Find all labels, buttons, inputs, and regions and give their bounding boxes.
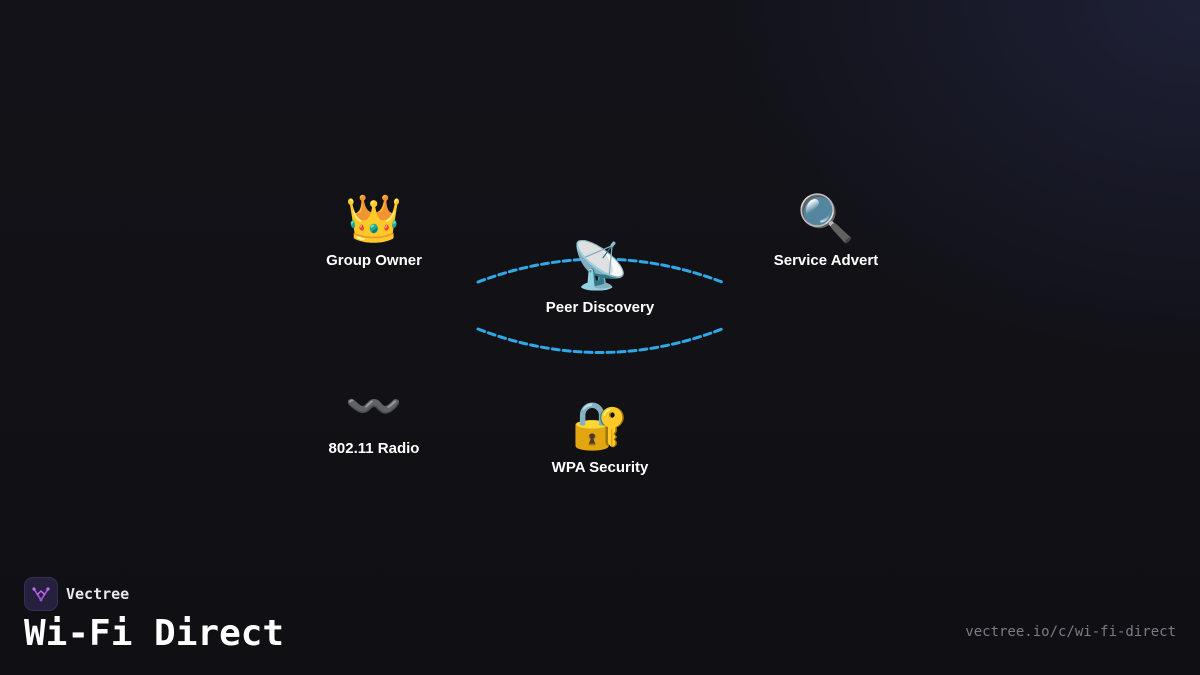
- node-label: Service Advert: [773, 252, 879, 269]
- node-label: Peer Discovery: [545, 299, 655, 316]
- node-peer-discovery: 📡 Peer Discovery: [510, 237, 690, 316]
- page-title: Wi-Fi Direct: [24, 613, 285, 654]
- node-label: Group Owner: [326, 252, 422, 269]
- node-label: 802.11 Radio: [328, 440, 420, 457]
- crown-icon: 👑: [345, 192, 403, 244]
- node-group-owner: 👑 Group Owner: [284, 190, 464, 269]
- magnifier-icon: 🔍: [797, 192, 855, 244]
- lock-with-key-icon: 🔐: [571, 399, 629, 451]
- node-wpa-security: 🔐 WPA Security: [510, 397, 690, 476]
- connector-upper-arc: [476, 257, 724, 284]
- node-service-advert: 🔍 Service Advert: [736, 190, 916, 269]
- wavy-dash-icon: 〰️: [345, 380, 403, 432]
- vectree-logo-icon: [24, 577, 58, 611]
- node-radio: 〰️ 802.11 Radio: [284, 378, 464, 457]
- satellite-antenna-icon: 📡: [571, 239, 629, 291]
- brand[interactable]: Vectree: [24, 577, 129, 611]
- brand-name: Vectree: [66, 585, 130, 603]
- source-url[interactable]: vectree.io/c/wi-fi-direct: [965, 624, 1176, 640]
- node-label: WPA Security: [551, 459, 649, 476]
- connector-lower-arc: [476, 327, 724, 354]
